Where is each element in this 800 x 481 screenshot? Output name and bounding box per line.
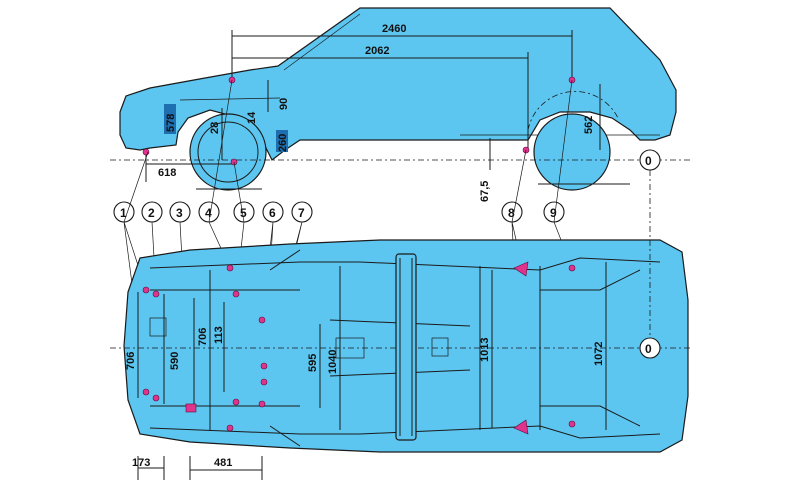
callouts: 1 2 3 4 5 6 7 8 9	[113, 79, 573, 431]
dim-173: 173	[132, 457, 150, 469]
plan-datum-label: 0	[645, 342, 652, 356]
highlight-box-260	[276, 130, 288, 152]
dim-2062: 2062	[365, 45, 389, 57]
callout-5: 5	[240, 206, 247, 220]
dim-67-5: 67,5	[479, 181, 491, 202]
side-view: 2460 2062 90 28 578 260 14 618 562 67,5 …	[110, 7, 690, 202]
callout-1: 1	[120, 206, 127, 220]
dim-14: 14	[246, 111, 258, 124]
dim-578: 578	[165, 114, 177, 132]
callout-7: 7	[298, 206, 305, 220]
side-datum-label: 0	[645, 154, 652, 168]
dim-2460: 2460	[382, 23, 406, 35]
dim-113: 113	[213, 326, 225, 344]
side-view-body	[119, 7, 677, 161]
dim-706-left: 706	[125, 352, 137, 370]
dim-590: 590	[169, 352, 181, 370]
dim-28: 28	[209, 122, 221, 134]
dim-562: 562	[583, 116, 595, 134]
dim-618: 618	[158, 167, 176, 179]
dim-1072: 1072	[593, 342, 605, 366]
dim-1013: 1013	[479, 338, 491, 362]
dim-90: 90	[278, 98, 290, 110]
plan-datum-marker	[639, 337, 661, 359]
dim-706: 706	[197, 328, 209, 346]
front-wheel	[189, 113, 267, 191]
callout-9: 9	[550, 206, 557, 220]
dim-1040: 1040	[327, 350, 339, 374]
dim-595: 595	[307, 354, 319, 372]
callout-4: 4	[205, 206, 212, 220]
plan-view: 706 590 706 113 595 1040 1013 1072 173 4…	[110, 170, 690, 480]
dim-481: 481	[214, 457, 232, 469]
highlight-box-578	[164, 104, 176, 134]
callout-8: 8	[508, 206, 515, 220]
callout-3: 3	[176, 206, 183, 220]
rear-wheel	[533, 113, 611, 191]
callout-6: 6	[269, 206, 276, 220]
callout-2: 2	[148, 206, 155, 220]
dim-260: 260	[277, 134, 289, 152]
